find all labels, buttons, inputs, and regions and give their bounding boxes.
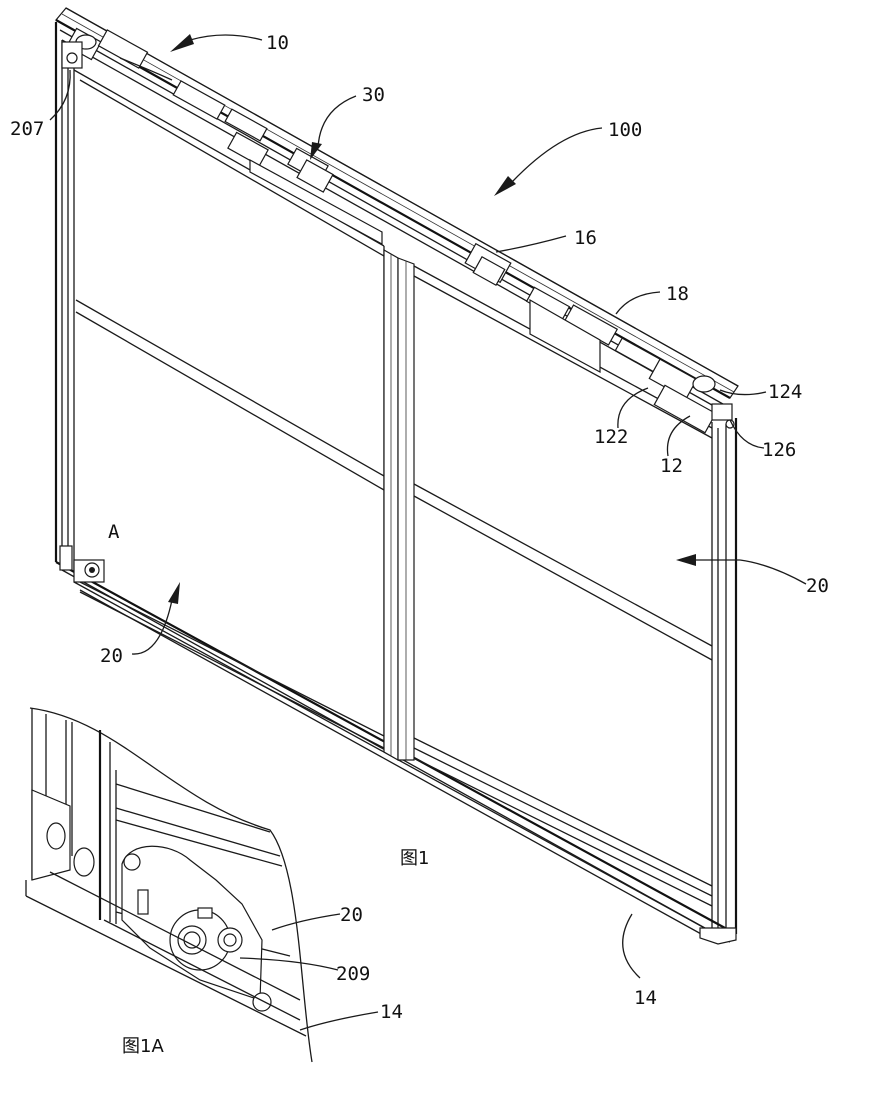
label-209: 209	[336, 963, 370, 985]
leader-lines	[49, 34, 807, 979]
label-14-main: 14	[634, 987, 657, 1009]
right-post	[711, 418, 738, 934]
top-rail	[55, 7, 739, 415]
label-12: 12	[660, 455, 683, 477]
label-20-left: 20	[100, 645, 123, 667]
roller-209	[121, 845, 272, 1012]
detail-view-1a	[25, 707, 379, 1063]
label-122: 122	[594, 426, 628, 448]
label-16: 16	[574, 227, 597, 249]
label-207: 207	[10, 118, 44, 140]
center-mullion	[383, 248, 415, 762]
label-20-right: 20	[806, 575, 829, 597]
sliding-door-assembly	[54, 7, 739, 945]
label-10: 10	[266, 32, 289, 54]
bottom-left-roller	[59, 545, 105, 583]
reference-labels: 10 30 100 207 16 18 124 122 126 12 A 20 …	[10, 32, 829, 1057]
label-20-detail: 20	[340, 904, 363, 926]
label-18: 18	[666, 283, 689, 305]
label-30: 30	[362, 84, 385, 106]
left-door-panel	[73, 69, 385, 749]
label-124: 124	[768, 381, 802, 403]
left-post	[54, 22, 75, 570]
label-14-detail: 14	[380, 1001, 403, 1023]
header-drive-components	[61, 27, 735, 434]
label-100: 100	[608, 119, 642, 141]
caption-fig1a: 图1A	[122, 1036, 164, 1057]
label-a: A	[108, 521, 120, 543]
label-126: 126	[762, 439, 796, 461]
caption-fig1: 图1	[400, 848, 429, 869]
